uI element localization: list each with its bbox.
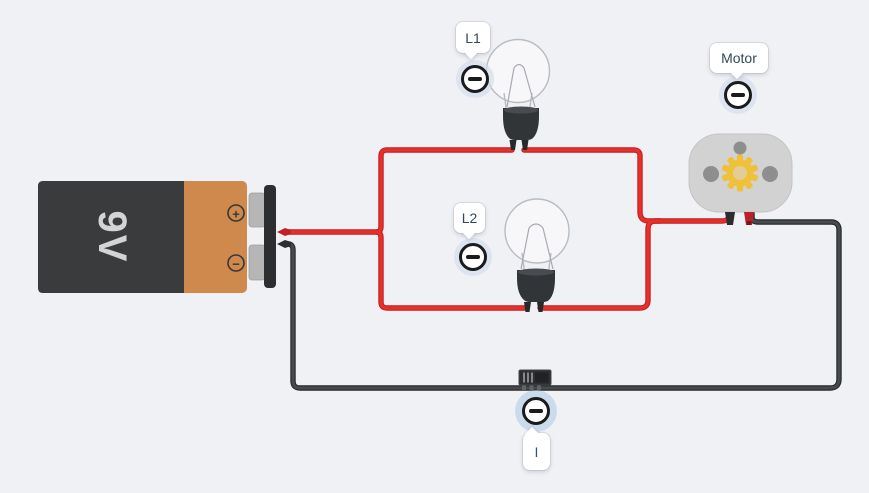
motor-screw-right <box>762 166 778 182</box>
bulb-pin[interactable] <box>509 140 517 150</box>
lightbulb-l2[interactable] <box>504 198 570 312</box>
red-wire-top-loop[interactable] <box>374 147 515 235</box>
label-bulb2[interactable]: L2 <box>454 203 485 240</box>
label-switch[interactable]: I <box>523 426 550 470</box>
battery-cap <box>264 185 276 288</box>
motor-terminal-negative[interactable] <box>725 212 735 225</box>
battery-snap-bottom <box>248 244 266 281</box>
label-switch-text: I <box>534 443 539 460</box>
label-bulb1[interactable]: L1 <box>456 22 490 60</box>
motor-screw-left <box>703 166 719 182</box>
minus-icon[interactable] <box>724 81 752 109</box>
label-bulb2-text: L2 <box>461 210 478 226</box>
motor-terminal-positive[interactable] <box>744 212 754 225</box>
bulb-glass <box>485 38 551 104</box>
lightbulb-l1[interactable] <box>485 38 551 151</box>
bulb-base-top <box>504 106 538 114</box>
battery-negative-ring <box>227 254 245 272</box>
minus-icon[interactable] <box>459 243 487 271</box>
minus-icon[interactable] <box>522 397 550 425</box>
switch-pin[interactable] <box>522 384 526 390</box>
bulb-pin[interactable] <box>537 302 544 312</box>
battery-positive-symbol: + <box>232 207 240 222</box>
wires[interactable] <box>285 147 842 391</box>
bulb-pin[interactable] <box>521 140 529 150</box>
battery-positive-ring <box>227 204 245 222</box>
bulb-base-top <box>518 268 554 276</box>
slide-switch[interactable] <box>518 369 552 390</box>
battery-body-dark <box>38 181 184 293</box>
label-bulb1-text: L1 <box>465 29 481 46</box>
motor-gear-icon <box>721 154 759 192</box>
red-wire-bottom-loop[interactable] <box>374 229 529 311</box>
switch-pin[interactable] <box>529 384 534 390</box>
battery-9v[interactable]: 9V + − <box>38 181 291 293</box>
minus-icon[interactable] <box>461 65 489 93</box>
label-motor-text: Motor <box>721 50 757 66</box>
bulb-pin[interactable] <box>524 302 531 312</box>
battery-negative-lead[interactable] <box>277 240 291 248</box>
bulb-base <box>517 270 555 302</box>
bulb-base <box>503 108 539 140</box>
switch-slider[interactable] <box>523 372 533 383</box>
bulb-glass <box>504 198 570 264</box>
dc-motor[interactable] <box>688 133 793 225</box>
battery-negative-symbol: − <box>232 257 240 272</box>
battery-positive-lead[interactable] <box>277 228 291 236</box>
battery-voltage-text: 9V <box>90 211 134 264</box>
label-motor[interactable]: Motor <box>710 43 768 80</box>
battery-snap-top <box>248 192 266 228</box>
motor-screw-top <box>733 141 747 155</box>
switch-pin[interactable] <box>537 384 541 390</box>
